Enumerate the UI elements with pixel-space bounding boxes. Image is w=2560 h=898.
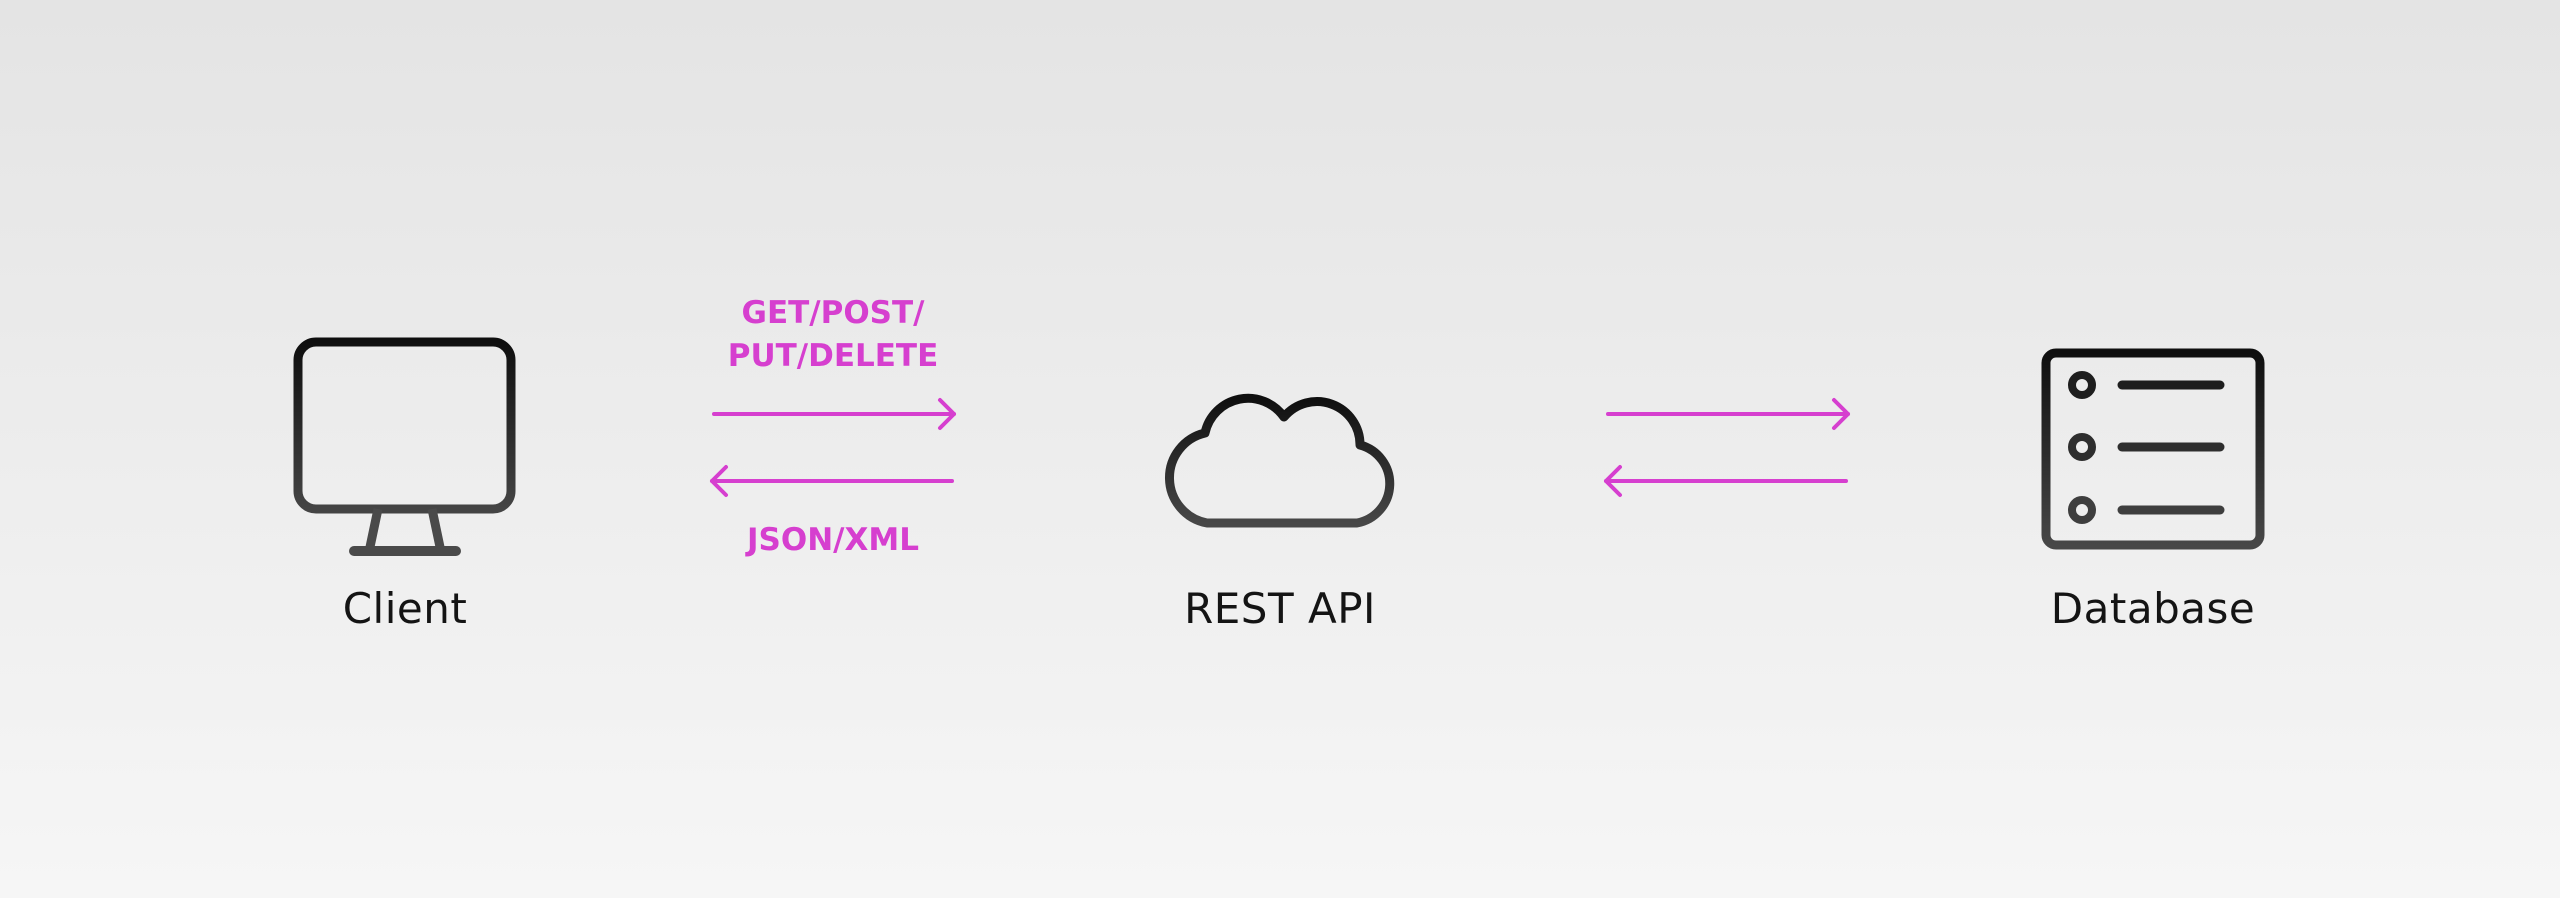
request-methods-label: GET/POST/ PUT/DELETE — [728, 292, 939, 378]
database-server-icon — [2041, 348, 2265, 550]
client-label: Client — [342, 584, 468, 633]
desktop-monitor-icon — [293, 337, 516, 556]
database-to-api-arrow — [1604, 465, 1848, 497]
request-methods-line1: GET/POST/ — [741, 295, 925, 331]
api-to-database-arrow — [1606, 398, 1850, 430]
request-arrow-right — [712, 398, 956, 430]
database-label: Database — [2050, 584, 2256, 633]
request-methods-line2: PUT/DELETE — [727, 338, 939, 374]
rest-api-label: REST API — [1184, 584, 1376, 633]
cloud-icon — [1165, 393, 1395, 528]
response-format-label: JSON/XML — [747, 522, 919, 558]
response-arrow-left — [710, 465, 954, 497]
